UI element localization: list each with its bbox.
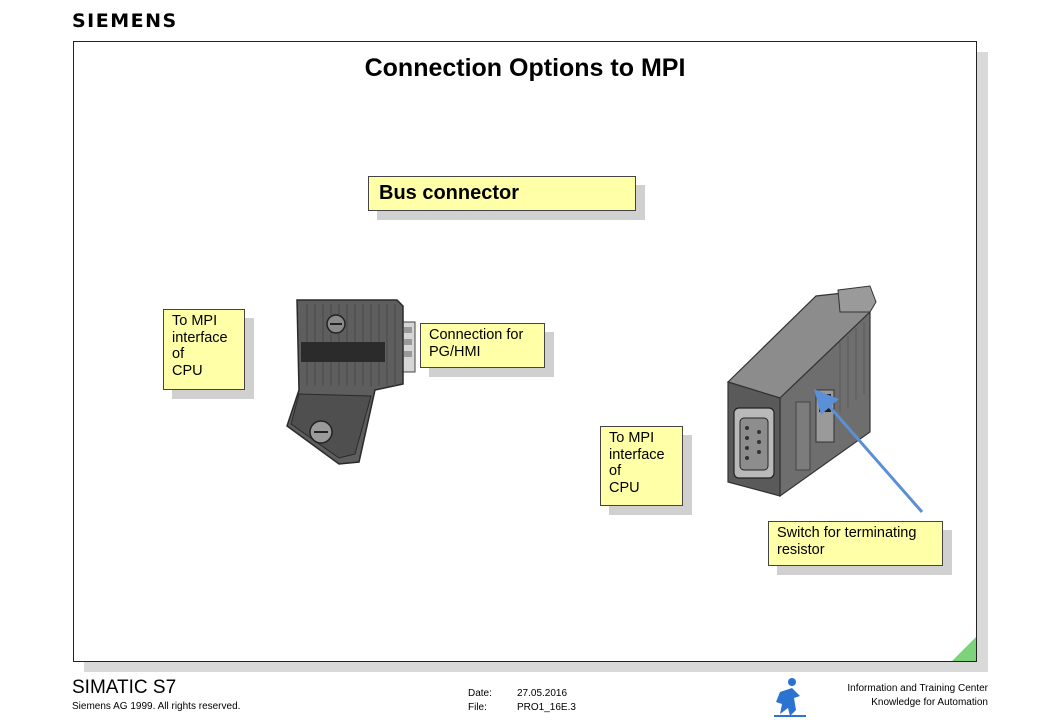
file-label: File: [468,702,487,713]
file-value: PRO1_16E.3 [517,702,576,713]
callout-pg-hmi-text: Connection for PG/HMI [420,323,545,368]
callout-right-mpi-cpu: To MPI interface of CPU [600,426,692,515]
date-value: 27.05.2016 [517,688,568,699]
center-line2: Knowledge for Automation [871,697,988,708]
bus-connector-heading-box: Bus connector [368,176,645,220]
callout-left-mpi-cpu-text: To MPI interface of CPU [163,309,245,390]
siemens-logo: SIEMENS [72,10,178,32]
center-line1: Information and Training Center [847,683,988,694]
callout-left-mpi-cpu: To MPI interface of CPU [163,309,254,399]
angled-bus-connector-image [286,299,416,465]
slide-frame: Connection Options to MPI Bus connector [73,41,977,662]
meta-labels: Date: File: [468,687,492,715]
pointer-arrow [814,388,924,513]
callout-right-mpi-cpu-text: To MPI interface of CPU [600,426,683,506]
date-label: Date: [468,688,492,699]
training-center-figure-icon [774,678,806,717]
slide-title: Connection Options to MPI [364,54,686,82]
meta-values: 27.05.2016 PRO1_16E.3 [517,687,576,715]
corner-fold [951,636,976,661]
callout-switch-text: Switch for terminating resistor [768,521,943,566]
callout-pg-hmi: Connection for PG/HMI [420,323,554,377]
product-name: SIMATIC S7 [72,677,177,698]
training-center-label: Information and Training Center Knowledg… [847,682,988,710]
bus-connector-heading: Bus connector [368,176,636,211]
callout-switch: Switch for terminating resistor [768,521,952,575]
copyright: Siemens AG 1999. All rights reserved. [72,701,241,712]
